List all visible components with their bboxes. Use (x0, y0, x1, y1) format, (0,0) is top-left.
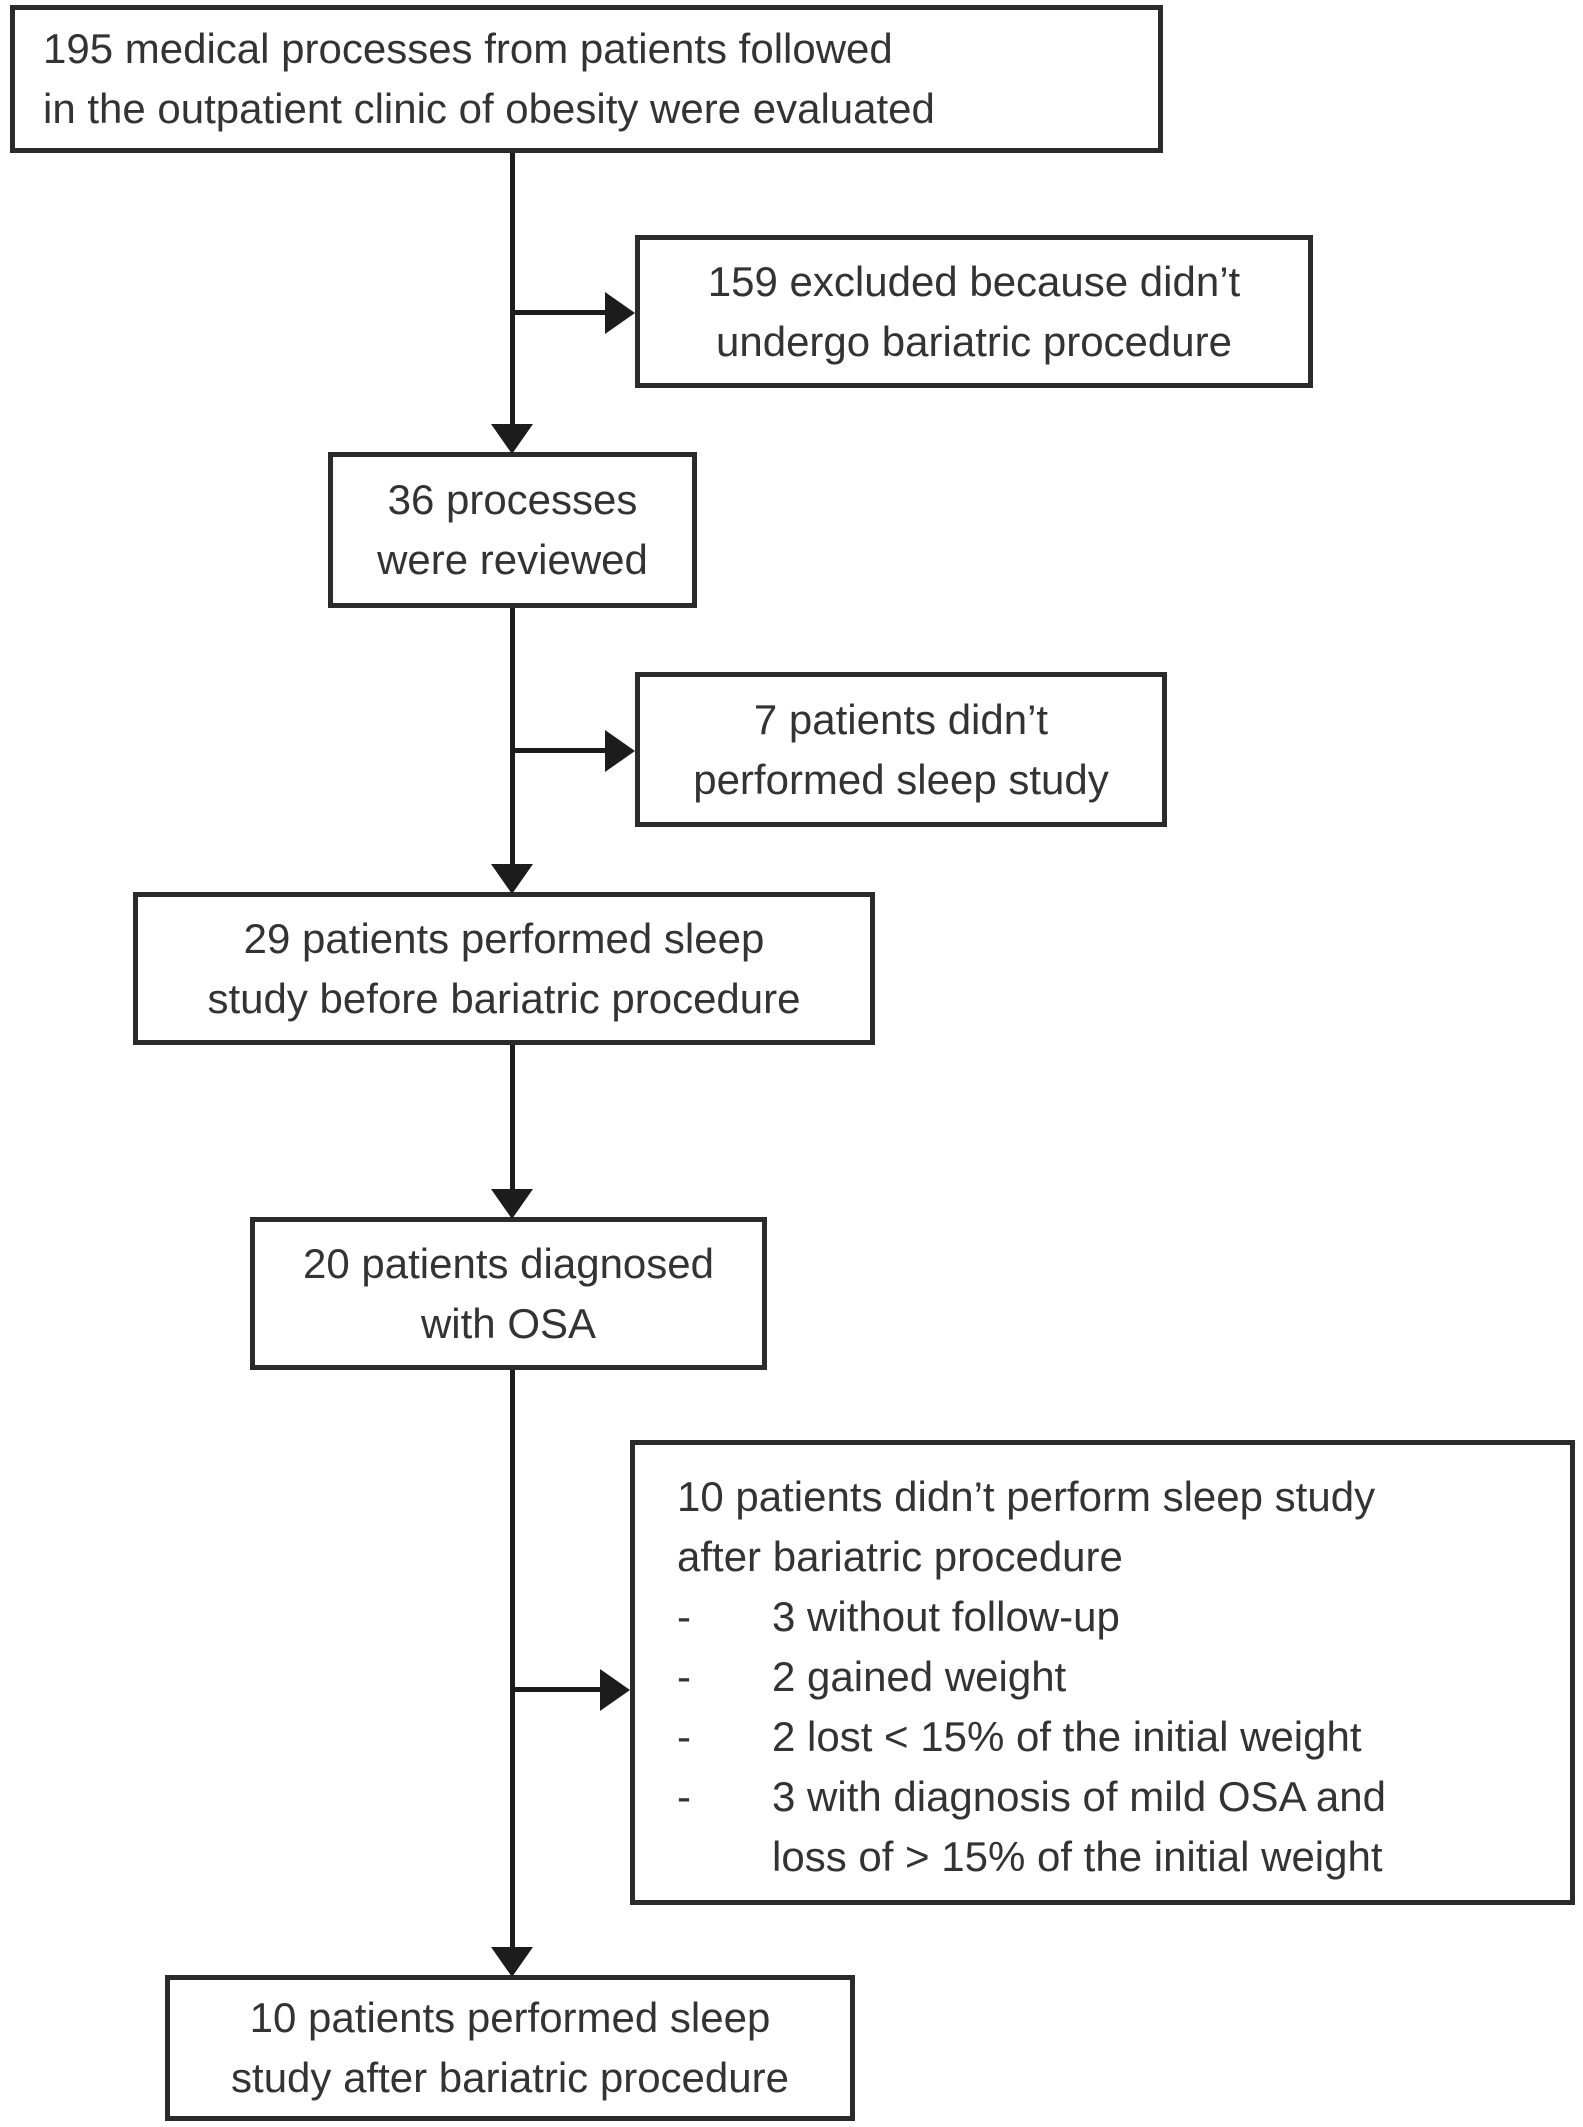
node-sleep-study-after: 10 patients performed sleep study after … (165, 1975, 855, 2121)
arrowhead-right-icon (605, 292, 635, 334)
connector-evaluated-to-reviewed (510, 153, 515, 424)
arrowhead-down-icon (491, 864, 533, 894)
node-sleep-study-after-line-1: 10 patients performed sleep (249, 1994, 771, 2041)
node-evaluated: 195 medical processes from patients foll… (10, 5, 1163, 153)
exclusion-bullet-3-text: 2 lost < 15% of the initial weight (772, 1713, 1362, 1760)
bullet-dash-icon: - (677, 1713, 691, 1760)
exclusion-bullet-4-continuation-text: loss of > 15% of the initial weight (772, 1833, 1383, 1880)
exclusion-bullet-2: - 2 gained weight (677, 1647, 1066, 1707)
arrowhead-right-icon (600, 1669, 630, 1711)
bullet-dash-icon: - (677, 1593, 691, 1640)
node-evaluated-line-2: in the outpatient clinic of obesity were… (43, 85, 935, 132)
arrowhead-down-icon (491, 424, 533, 454)
arrowhead-right-icon (605, 730, 635, 772)
branch-to-excluded-no-bariatric (512, 310, 608, 315)
exclusion-bullet-1-text: 3 without follow-up (772, 1593, 1120, 1640)
node-sleep-study-after-line-2: study after bariatric procedure (231, 2054, 789, 2101)
node-excluded-no-bariatric: 159 excluded because didn’t undergo bari… (635, 235, 1313, 388)
exclusion-bullet-1: - 3 without follow-up (677, 1587, 1120, 1647)
node-sleep-study-before: 29 patients performed sleep study before… (133, 892, 875, 1045)
node-no-sleep-study-after-header-1: 10 patients didn’t perform sleep study (677, 1473, 1376, 1520)
node-sleep-study-before-line-1: 29 patients performed sleep (243, 914, 765, 962)
bullet-spacer (677, 1827, 772, 1887)
connector-osa-to-sleep-after (510, 1370, 515, 1947)
connector-reviewed-to-sleep-before (510, 608, 515, 864)
node-no-sleep-study-before: 7 patients didn’t performed sleep study (635, 672, 1167, 827)
node-diagnosed-osa-line-1: 20 patients diagnosed (303, 1239, 714, 1287)
node-processes-reviewed-line-2: were reviewed (377, 536, 648, 583)
arrowhead-down-icon (491, 1189, 533, 1219)
node-excluded-no-bariatric-line-2: undergo bariatric procedure (716, 317, 1232, 365)
node-no-sleep-study-before-line-1: 7 patients didn’t (753, 695, 1049, 743)
branch-to-no-sleep-study-before (512, 748, 608, 753)
node-diagnosed-osa: 20 patients diagnosed with OSA (250, 1217, 767, 1370)
node-sleep-study-before-line-2: study before bariatric procedure (207, 974, 801, 1022)
exclusion-bullet-4-continuation: loss of > 15% of the initial weight (677, 1827, 1383, 1887)
arrowhead-down-icon (491, 1947, 533, 1977)
exclusion-bullet-4: - 3 with diagnosis of mild OSA and (677, 1767, 1386, 1827)
node-no-sleep-study-after-header-2: after bariatric procedure (677, 1533, 1123, 1580)
node-excluded-no-bariatric-line-1: 159 excluded because didn’t (707, 257, 1241, 305)
bullet-dash-icon: - (677, 1773, 691, 1820)
node-evaluated-line-1: 195 medical processes from patients foll… (43, 25, 893, 72)
exclusion-bullet-4-text: 3 with diagnosis of mild OSA and (772, 1773, 1387, 1820)
branch-to-no-sleep-study-after (512, 1687, 603, 1692)
exclusion-bullet-3: - 2 lost < 15% of the initial weight (677, 1707, 1362, 1767)
node-processes-reviewed: 36 processes were reviewed (328, 452, 697, 608)
node-no-sleep-study-before-line-2: performed sleep study (693, 755, 1109, 803)
node-processes-reviewed-line-1: 36 processes (387, 476, 638, 523)
exclusion-bullet-2-text: 2 gained weight (772, 1653, 1067, 1700)
node-no-sleep-study-after: 10 patients didn’t perform sleep study a… (630, 1440, 1575, 1905)
node-diagnosed-osa-line-2: with OSA (420, 1299, 597, 1347)
connector-sleep-before-to-osa (510, 1045, 515, 1189)
bullet-dash-icon: - (677, 1653, 691, 1700)
